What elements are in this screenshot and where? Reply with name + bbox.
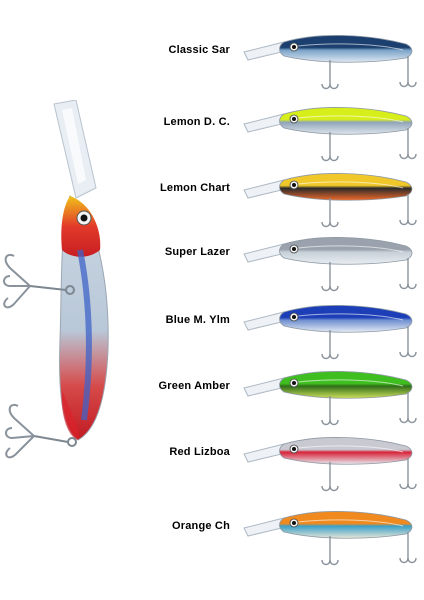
lure-name-label: Classic Sar [168,44,230,56]
lure-name-label: Super Lazer [164,246,230,258]
lure-name-label: Green Amber [158,380,230,392]
lure-image [243,107,417,162]
lure-image [243,35,417,90]
lure-name-label: Blue M. Ylm [165,314,230,326]
lure-image [243,237,417,292]
lure-row: Lemon D. C. [140,102,420,168]
lure-image [243,437,417,492]
lure-row: Orange Ch [140,506,420,572]
lure-name-label: Lemon Chart [159,182,230,194]
lure-row: Super Lazer [140,232,420,298]
lure-image [243,173,417,228]
lure-row: Lemon Chart [140,168,420,234]
lure-row: Red Lizboa [140,432,420,498]
lure-name-label: Red Lizboa [169,446,230,458]
lure-name-label: Orange Ch [171,520,230,532]
featured-lure-image [3,100,109,459]
lure-row: Blue M. Ylm [140,300,420,366]
lure-image [243,511,417,566]
lure-image [243,305,417,360]
lure-name-label: Lemon D. C. [163,116,230,128]
lure-image [243,371,417,426]
lure-row: Green Amber [140,366,420,432]
lure-row: Classic Sar [140,30,420,96]
